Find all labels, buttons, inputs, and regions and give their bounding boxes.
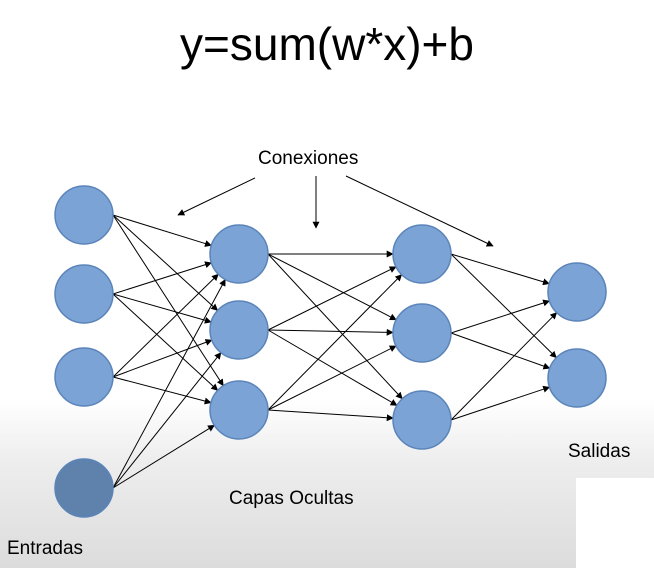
connection-edges [112,214,558,489]
hidden2-node-3 [392,390,452,450]
connections-label: Conexiones [258,148,359,169]
edge-hidden1-3-to-hidden2-2 [267,345,397,411]
edge-hidden2-3-to-output-1 [450,312,558,421]
outputs-label: Salidas [568,441,631,462]
hidden1-node-2 [209,300,269,360]
network-nodes [54,185,607,518]
connections-pointer-right [345,175,494,247]
edge-input-4-to-hidden1-3 [112,424,215,489]
edge-hidden2-1-to-output-2 [450,253,557,359]
edge-input-3-to-hidden1-2 [112,339,213,378]
edge-input-2-to-hidden1-3 [112,293,219,391]
connections-pointer-left [177,177,256,216]
edge-input-2-to-hidden1-2 [112,293,212,324]
edge-hidden1-2-to-hidden2-3 [267,329,398,406]
edge-input-1-to-hidden1-1 [112,214,212,247]
edge-hidden2-2-to-output-2 [450,332,551,370]
background-patch [576,478,654,568]
input-node-2 [54,264,114,324]
edge-hidden2-2-to-output-1 [450,299,551,334]
edge-input-2-to-hidden1-1 [112,261,213,295]
hidden1-node-1 [209,224,269,284]
hidden-layers-label: Capas Ocultas [229,488,354,509]
edge-input-3-to-hidden1-3 [112,376,212,405]
edge-input-1-to-hidden1-3 [112,214,224,387]
edge-input-3-to-hidden1-1 [112,273,219,378]
edge-hidden1-2-to-hidden2-2 [267,328,394,336]
edge-input-4-to-hidden1-1 [112,278,226,489]
hidden2-node-1 [392,224,452,284]
input-node-1 [54,185,114,245]
hidden2-node-2 [392,303,452,363]
output-node-2 [547,348,607,408]
connection-annotation-arrows [177,175,494,247]
edge-hidden1-2-to-hidden2-1 [267,266,397,331]
edge-hidden2-1-to-output-1 [450,253,550,286]
edge-hidden1-1-to-hidden2-3 [267,253,403,400]
input-node-3 [54,347,114,407]
inputs-label: Entradas [7,538,84,559]
edge-input-1-to-hidden1-2 [112,214,219,311]
edge-hidden1-1-to-hidden2-2 [267,253,397,321]
input-node-4 [54,458,114,518]
edge-hidden2-3-to-output-2 [450,385,551,421]
edge-input-4-to-hidden1-2 [112,352,222,489]
output-node-1 [547,262,607,322]
hidden1-node-3 [209,380,269,440]
edge-hidden1-3-to-hidden2-3 [267,409,394,422]
edge-hidden1-3-to-hidden2-1 [267,274,403,411]
formula-title: y=sum(w*x)+b [180,18,474,70]
